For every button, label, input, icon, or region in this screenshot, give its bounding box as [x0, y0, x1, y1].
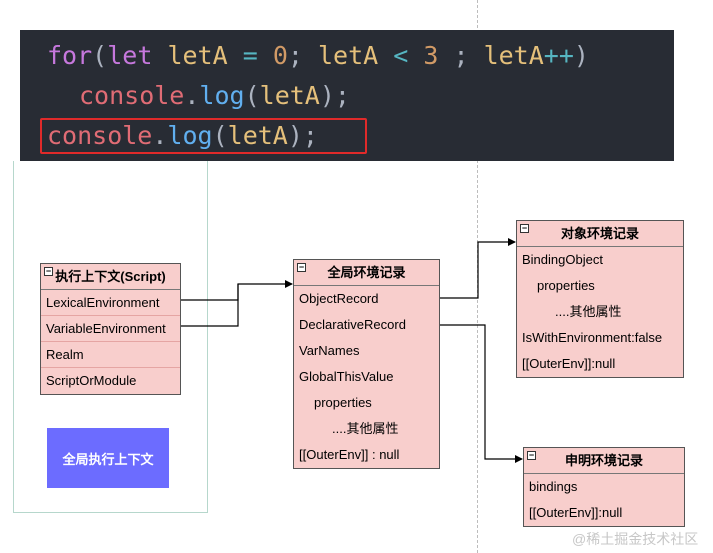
global-environment-record-title: − 全局环境记录: [294, 260, 439, 286]
row-var-names: VarNames: [299, 343, 360, 358]
semicolon: ;: [287, 41, 318, 70]
row-global-this-value: GlobalThisValue: [299, 369, 394, 384]
arrow-variable-to-global: [181, 284, 239, 327]
declarative-environment-record-title-text: 申明环境记录: [564, 453, 643, 468]
collapse-icon[interactable]: −: [297, 262, 306, 272]
collapse-icon[interactable]: −: [520, 223, 529, 233]
dot: .: [152, 121, 168, 150]
operator-increment: ++: [543, 41, 574, 70]
row-properties: properties: [537, 278, 595, 293]
row-other-properties: ....其他属性: [332, 421, 399, 436]
paren-close: ): [573, 41, 589, 70]
row-outer-env: [[OuterEnv]]:null: [522, 356, 616, 371]
code-line-2: console.log(letA);: [79, 76, 350, 116]
keyword-for: for: [47, 41, 93, 70]
object-environment-record-box: − 对象环境记录 BindingObject properties ....其他…: [516, 220, 684, 378]
dot: .: [184, 81, 200, 110]
arrow-object-record: [440, 238, 516, 299]
code-line-1: for(let letA = 0; letA < 3 ; letA++): [47, 36, 589, 76]
collapse-icon[interactable]: −: [44, 266, 53, 276]
declarative-environment-record-box: − 申明环境记录 bindings [[OuterEnv]]:null: [523, 447, 685, 527]
identifier-letA: letA: [167, 41, 228, 70]
semicolon: ;: [438, 41, 484, 70]
keyword-let: let: [107, 41, 153, 70]
row-declarative-record: DeclarativeRecord: [299, 317, 406, 332]
code-editor: for(let letA = 0; letA < 3 ; letA++) con…: [20, 30, 674, 161]
highlight-box: [40, 118, 367, 154]
row-lexical-environment: LexicalEnvironment: [41, 290, 180, 316]
object-environment-record-title-text: 对象环境记录: [560, 226, 639, 241]
arrow-lexical-to-global: [181, 280, 293, 301]
paren-close: );: [319, 81, 350, 110]
global-execution-context-label: 全局执行上下文: [62, 451, 154, 467]
paren-close: );: [287, 121, 318, 150]
identifier-console: console: [79, 81, 185, 110]
operator-assign: =: [227, 41, 273, 70]
row-outer-env: [[OuterEnv]]:null: [529, 505, 623, 520]
execution-context-box: − 执行上下文(Script) LexicalEnvironment Varia…: [40, 263, 181, 395]
row-is-with-environment: IsWithEnvironment:false: [522, 330, 663, 345]
code-line-3: console.log(letA);: [47, 116, 318, 156]
row-binding-object: BindingObject: [522, 252, 603, 267]
execution-context-title-text: 执行上下文(Script): [55, 269, 166, 284]
identifier-letA: letA: [317, 41, 379, 70]
row-object-record: ObjectRecord: [299, 291, 379, 306]
row-bindings: bindings: [529, 479, 578, 494]
identifier-console: console: [47, 121, 153, 150]
identifier-letA: letA: [483, 41, 544, 70]
number-zero: 0: [272, 41, 288, 70]
execution-context-title: − 执行上下文(Script): [41, 264, 180, 290]
declarative-environment-record-title: − 申明环境记录: [524, 448, 684, 474]
collapse-icon[interactable]: −: [527, 450, 536, 460]
paren-open: (: [92, 41, 108, 70]
global-execution-context-block: 全局执行上下文: [47, 428, 169, 488]
row-script-or-module: ScriptOrModule: [46, 373, 137, 388]
identifier-letA: letA: [259, 81, 320, 110]
paren-open: (: [244, 81, 260, 110]
execution-stack-frame: [13, 161, 208, 513]
row-other-properties: ....其他属性: [555, 304, 622, 319]
function-log: log: [199, 81, 245, 110]
operator-less-than: <: [378, 41, 424, 70]
row-outer-env: [[OuterEnv]] : null: [299, 447, 400, 462]
paren-open: (: [212, 121, 228, 150]
object-environment-record-title: − 对象环境记录: [517, 221, 683, 247]
arrow-declarative-record: [440, 324, 523, 463]
row-realm: Realm: [41, 342, 180, 368]
row-properties: properties: [314, 395, 372, 410]
number-three: 3: [423, 41, 439, 70]
global-environment-record-box: − 全局环境记录 ObjectRecord DeclarativeRecord …: [293, 259, 440, 469]
global-environment-record-title-text: 全局环境记录: [327, 265, 406, 280]
row-variable-environment: VariableEnvironment: [41, 316, 180, 342]
watermark: @稀土掘金技术社区: [572, 531, 699, 547]
function-log: log: [167, 121, 213, 150]
identifier-letA: letA: [227, 121, 288, 150]
